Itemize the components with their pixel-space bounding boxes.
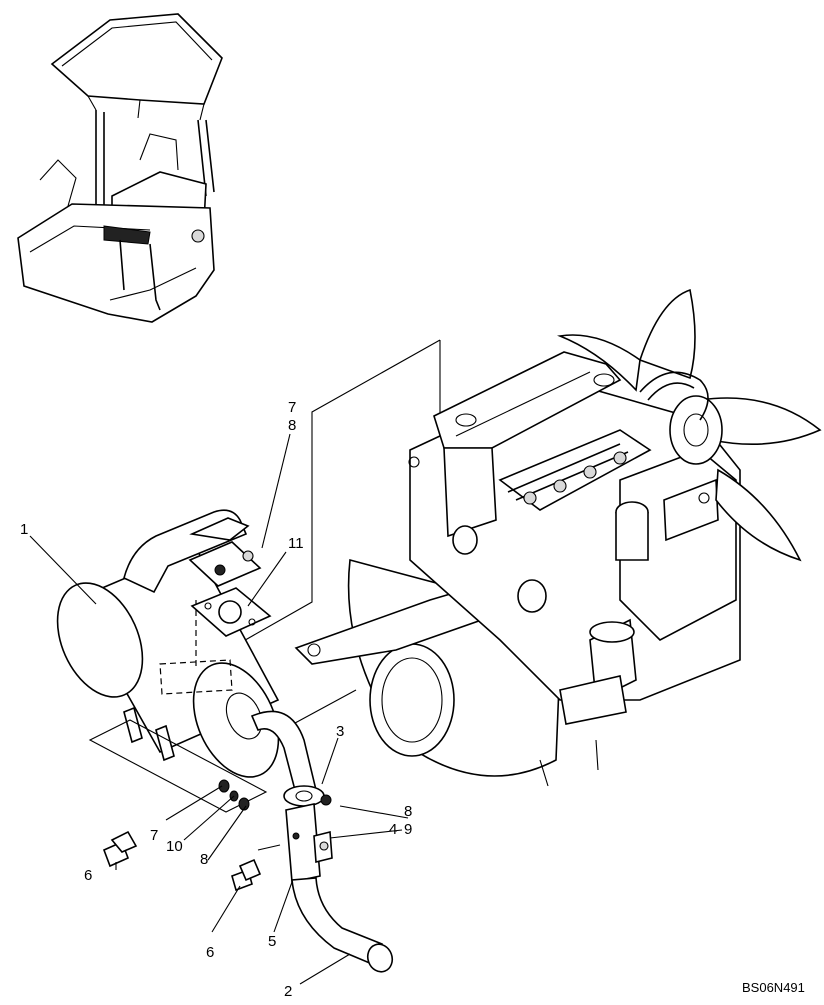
machine-overview-inset [17,13,223,323]
callout-5: 5 [268,933,276,950]
engine-assembly [294,288,822,787]
callout-8b: 8 [404,803,412,820]
callout-6b: 6 [206,944,214,961]
callout-9: 9 [404,821,412,838]
callout-3: 3 [336,723,344,740]
muffler [56,509,280,813]
drawing-code: BS06N491 [742,980,805,995]
callout-11: 11 [288,535,304,552]
callout-7a: 7 [288,399,296,416]
callout-2: 2 [284,983,292,1000]
callout-10: 10 [166,838,183,855]
callout-4: 4 [389,821,397,838]
flange-and-gasket [188,541,272,637]
callout-leaders [29,433,409,985]
callout-labels: 1 2 3 4 5 6 6 7 7 8 8 8 9 10 11 BS06N491 [20,399,805,1000]
loose-hardware [102,779,262,892]
exhaust-tailpipe [250,710,394,973]
callout-8a: 8 [288,417,296,434]
callout-8c: 8 [200,851,208,868]
callout-6a: 6 [84,867,92,884]
callout-7b: 7 [150,827,158,844]
callout-1: 1 [20,521,28,538]
